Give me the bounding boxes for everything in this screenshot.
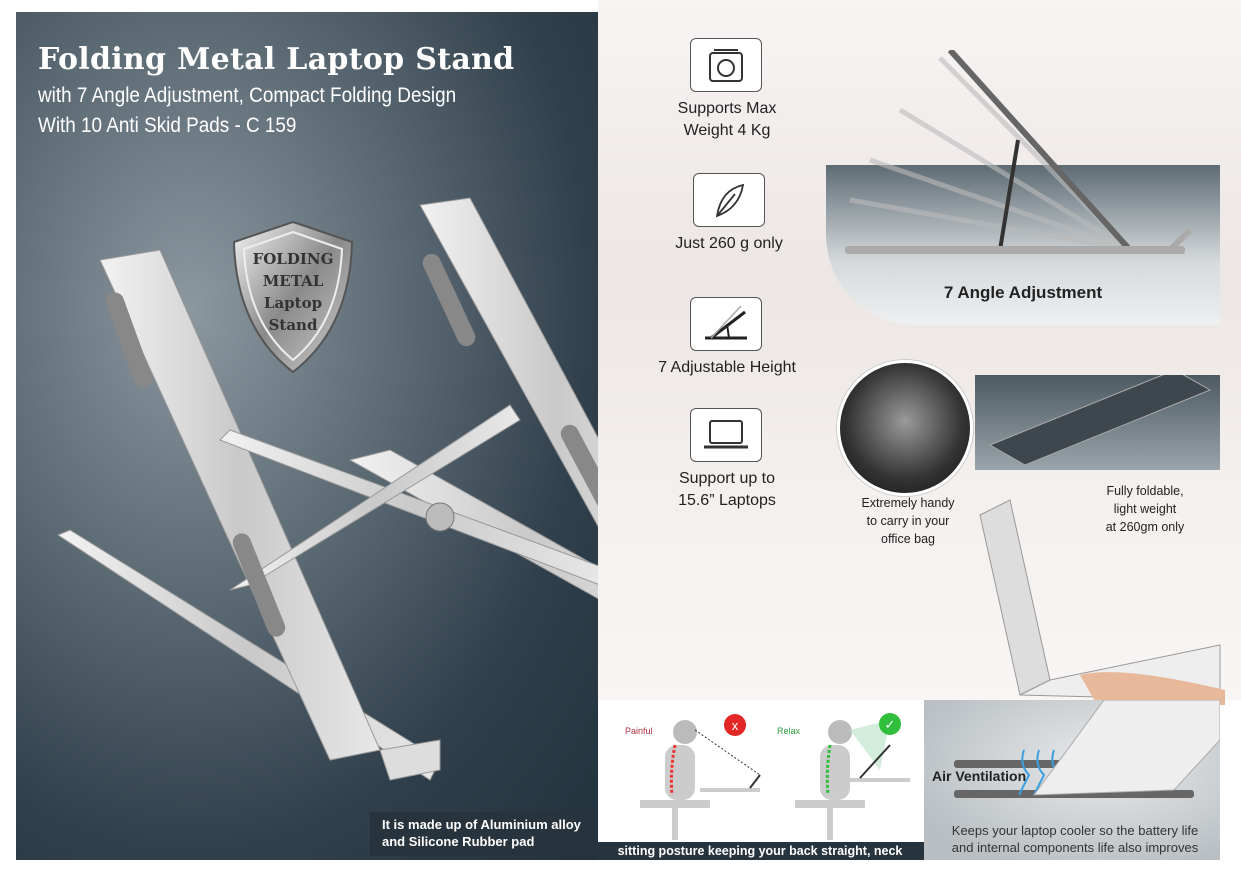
feature-line: Just 260 g only	[675, 235, 783, 252]
feature-icon-box	[690, 38, 762, 92]
office-bag-image	[837, 360, 973, 496]
relax-label: Relax	[777, 726, 801, 736]
material-caption-line: It is made up of Aluminium alloy	[382, 817, 581, 832]
shield-badge: FOLDING METAL Laptop Stand	[228, 218, 358, 376]
bag-text: Extremely handy to carry in your office ba…	[848, 494, 968, 548]
wrong-icon	[724, 714, 746, 736]
feature-line: Weight 4 Kg	[683, 122, 771, 139]
badge-line: Laptop	[263, 294, 323, 312]
foldable-line: Fully foldable,	[1106, 484, 1184, 498]
page-title: Folding Metal Laptop Stand	[38, 42, 515, 77]
feature-text: Support up to 15.6” Laptops	[652, 468, 802, 512]
material-caption: It is made up of Aluminium alloy and Sil…	[370, 812, 598, 856]
subtitle-line-1: with 7 Angle Adjustment, Compact Folding…	[38, 84, 457, 107]
feature-line: Supports Max	[677, 100, 777, 117]
badge-line: METAL	[262, 272, 324, 290]
foldable-line: light weight	[1113, 502, 1177, 516]
folded-stand-panel	[975, 369, 1220, 470]
angle-adjustment-panel	[826, 165, 1220, 325]
bag-line: Extremely handy	[861, 496, 955, 510]
svg-text:✓: ✓	[885, 718, 896, 733]
feature-icon-box	[690, 408, 762, 462]
svg-text:x: x	[732, 718, 739, 733]
air-ventilation-label: Air Ventilation	[932, 768, 1027, 784]
posture-caption: sitting posture keeping your back straig…	[596, 842, 924, 876]
bag-line: to carry in your	[866, 514, 950, 528]
badge-line: FOLDING	[252, 250, 334, 268]
hero-panel	[16, 12, 598, 860]
feature-icon-box	[690, 297, 762, 351]
shield-icon	[232, 220, 354, 374]
scale-icon	[709, 49, 743, 82]
posture-illustration: x ✓	[640, 713, 910, 840]
laptop-on-stand-image	[979, 499, 1225, 705]
ventilation-line: and internal components life also improv…	[951, 840, 1199, 855]
feature-icon-box	[693, 173, 765, 227]
air-ventilation-panel	[924, 699, 1221, 860]
badge-line: Stand	[268, 316, 318, 334]
air-ventilation-text: Keeps your laptop cooler so the battery …	[930, 822, 1220, 856]
foldable-text: Fully foldable, light weight at 260gm only	[1085, 482, 1205, 536]
subtitle-line-2: With 10 Anti Skid Pads - C 159	[38, 114, 297, 137]
feather-icon	[715, 183, 745, 218]
posture-comparison: x ✓ Painful Relax	[600, 700, 922, 860]
feature-line: 15.6” Laptops	[678, 492, 776, 509]
angle-adjustment-label: 7 Angle Adjustment	[943, 283, 1103, 302]
bag-line: office bag	[881, 532, 935, 546]
angle-adjustment-image	[845, 50, 1193, 254]
check-icon	[879, 713, 901, 735]
feature-text: 7 Adjustable Height	[652, 357, 802, 379]
ventilation-line: Keeps your laptop cooler so the battery …	[951, 823, 1199, 838]
foldable-line: at 260gm only	[1105, 520, 1185, 534]
angle-icon	[705, 305, 747, 340]
feature-text: Just 260 g only	[654, 233, 804, 255]
feature-line: 7 Adjustable Height	[658, 359, 796, 376]
painful-label: Painful	[625, 726, 653, 736]
feature-line: Support up to	[678, 470, 776, 487]
airflow-image	[954, 699, 1221, 798]
material-caption-line: and Silicone Rubber pad	[382, 834, 535, 849]
laptop-icon	[704, 420, 748, 449]
folded-stand-image	[988, 369, 1212, 466]
